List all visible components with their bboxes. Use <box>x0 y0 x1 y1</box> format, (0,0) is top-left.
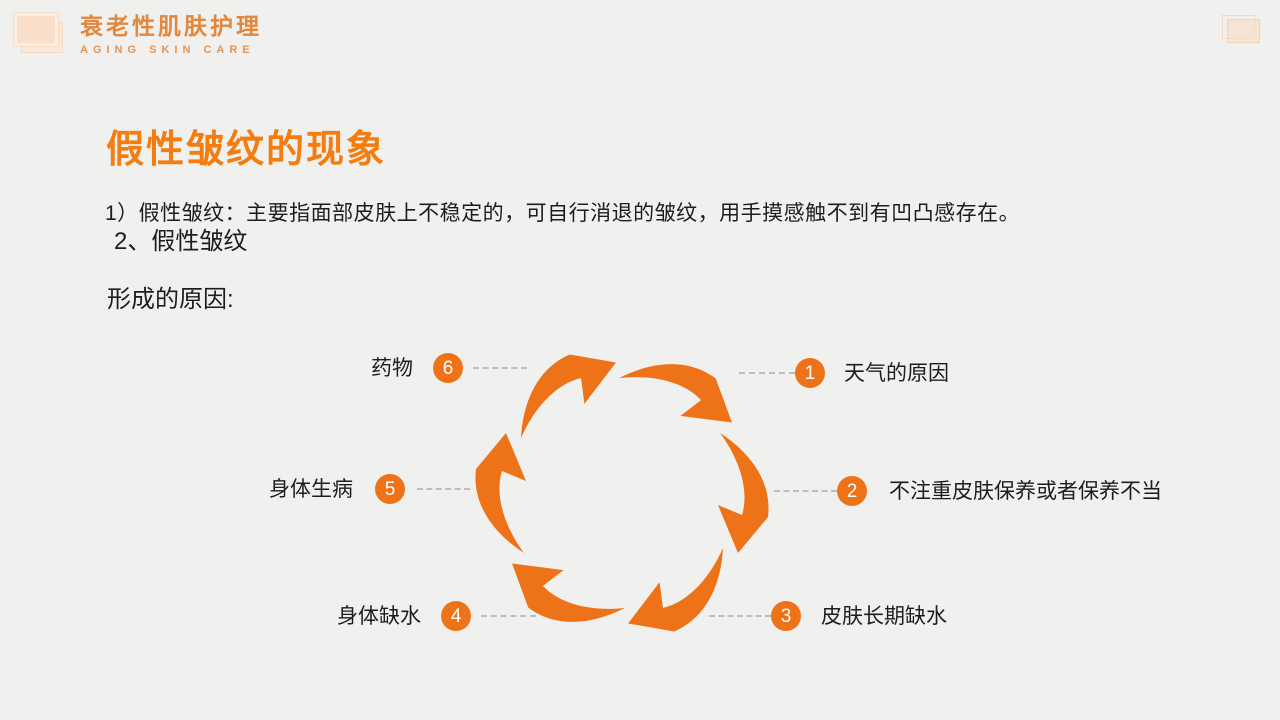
cycle-item-2-label: 不注重皮肤保养或者保养不当 <box>889 479 1162 503</box>
cycle-item-3-label: 皮肤长期缺水 <box>821 604 947 628</box>
connector-dash <box>774 490 837 492</box>
cycle-item-5: 身体生病 5 <box>269 474 470 504</box>
connector-dash <box>417 488 470 490</box>
cycle-item-6-label: 药物 <box>371 356 413 380</box>
cycle-item-1: 1 天气的原因 <box>739 358 949 388</box>
brand-subtitle: AGING SKIN CARE <box>80 44 255 56</box>
cycle-item-2-badge: 2 <box>837 476 867 506</box>
logo-front-square <box>13 12 59 47</box>
connector-dash <box>709 615 771 617</box>
page-title: 假性皱纹的现象 <box>106 129 387 172</box>
cycle-item-2: 2 不注重皮肤保养或者保养不当 <box>774 476 1162 506</box>
brand-title: 衰老性肌肤护理 <box>80 13 262 39</box>
corner-fill-square <box>1227 19 1260 43</box>
connector-dash <box>481 615 536 617</box>
cycle-item-4-badge: 4 <box>441 601 471 631</box>
cycle-item-6: 药物 6 <box>371 353 527 383</box>
brand-logo-icon <box>13 12 66 57</box>
definition-text: 1）假性皱纹：主要指面部皮肤上不稳定的，可自行消退的皱纹，用手摸感触不到有凹凸感… <box>105 202 1021 225</box>
cycle-item-4-label: 身体缺水 <box>337 604 421 628</box>
cycle-item-4: 身体缺水 4 <box>337 601 536 631</box>
cycle-item-3: 3 皮肤长期缺水 <box>709 601 947 631</box>
cycle-item-5-label: 身体生病 <box>269 477 353 501</box>
brand-block: 衰老性肌肤护理 AGING SKIN CARE <box>80 15 262 56</box>
subtitle-line-1: 2、假性皱纹 <box>114 228 248 255</box>
cycle-item-6-badge: 6 <box>433 353 463 383</box>
subtitle-line-2: 形成的原因: <box>107 286 234 313</box>
cycle-item-1-label: 天气的原因 <box>844 361 949 385</box>
connector-dash <box>739 372 795 374</box>
cycle-item-1-badge: 1 <box>795 358 825 388</box>
cycle-item-5-badge: 5 <box>375 474 405 504</box>
connector-dash <box>473 367 527 369</box>
cycle-item-3-badge: 3 <box>771 601 801 631</box>
corner-decoration-icon <box>1222 15 1266 47</box>
